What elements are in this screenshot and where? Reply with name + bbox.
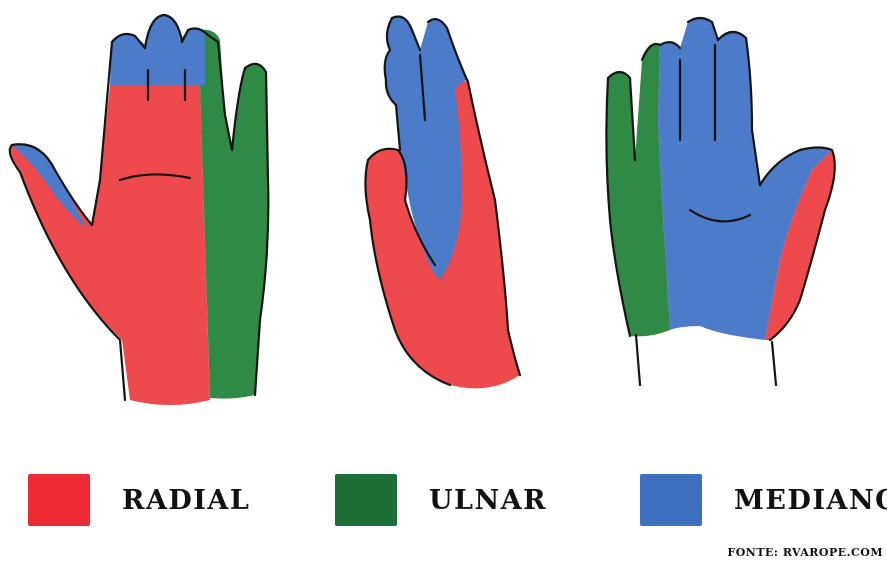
legend-item-ulnar: ULNAR bbox=[335, 474, 547, 526]
hand-dorsal-view bbox=[10, 15, 269, 405]
legend-item-mediano: MEDIANO bbox=[640, 474, 887, 526]
legend-swatch-mediano bbox=[640, 474, 702, 526]
hand-dorsal-radial-region bbox=[10, 85, 210, 405]
legend-item-radial: RADIAL bbox=[28, 474, 250, 526]
legend-label-mediano: MEDIANO bbox=[734, 485, 887, 516]
hand-palmar-view bbox=[606, 18, 834, 385]
legend-swatch-ulnar bbox=[335, 474, 397, 526]
legend-swatch-radial bbox=[28, 474, 90, 526]
legend-label-radial: RADIAL bbox=[122, 485, 250, 516]
hand-illustrations bbox=[0, 0, 887, 430]
hand-side-view bbox=[365, 17, 520, 389]
hand-dorsal-mediano-fingers bbox=[110, 15, 205, 85]
source-credit: FONTE: RVAROPE.COM bbox=[727, 546, 883, 559]
hand-palmar-mediano-region bbox=[658, 18, 832, 340]
legend-label-ulnar: ULNAR bbox=[429, 485, 547, 516]
